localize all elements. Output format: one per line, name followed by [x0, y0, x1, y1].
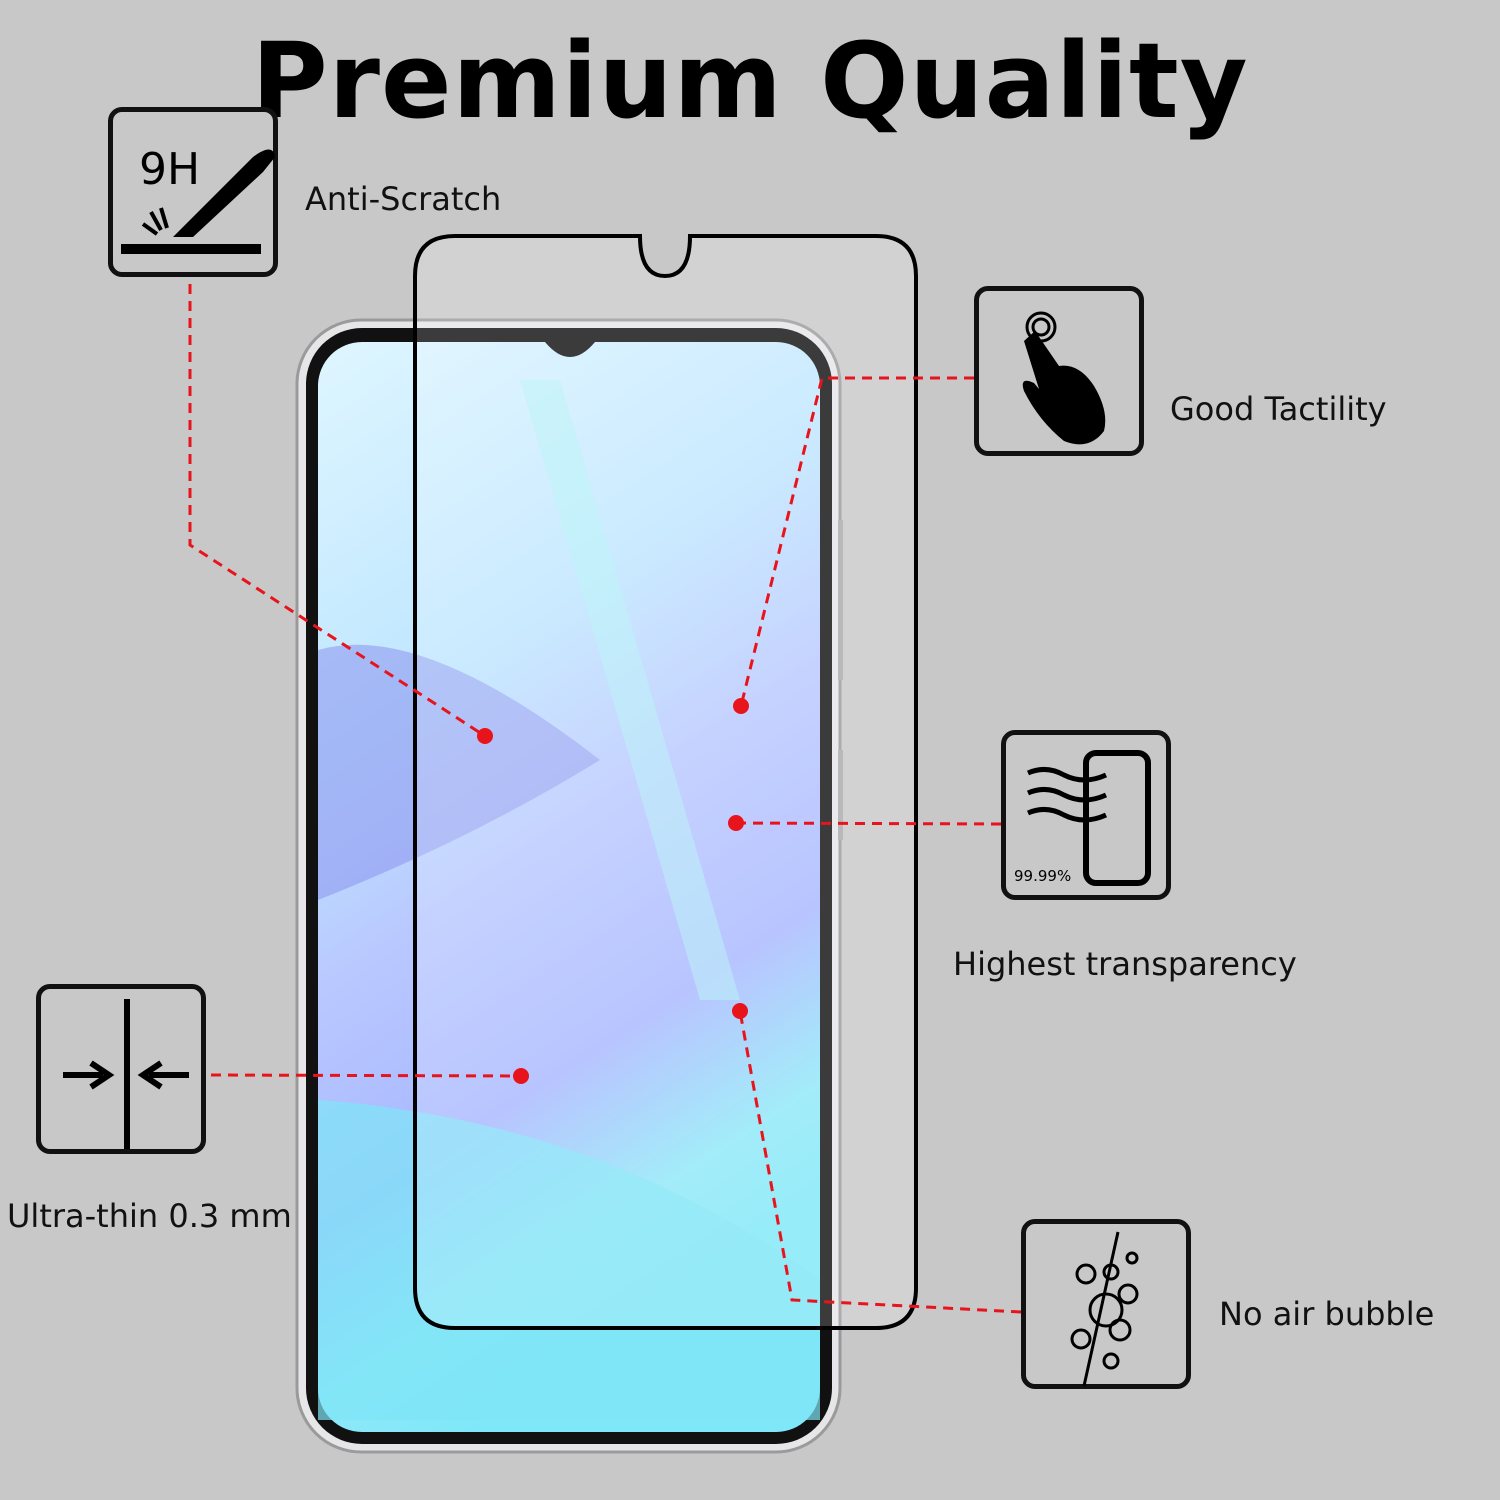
transparency-label: Highest transparency: [953, 945, 1297, 983]
callout-dot: [477, 728, 493, 744]
ultra-thin-icon-box: [36, 984, 206, 1154]
callout-dot: [728, 815, 744, 831]
anti-scratch-icon-box: 9H: [108, 107, 278, 277]
ultra-thin-label: Ultra-thin 0.3 mm: [7, 1197, 292, 1235]
transparency-icon-box: 99.99%: [1001, 730, 1171, 900]
bubbles-icon: [1070, 1231, 1139, 1387]
page-title: Premium Quality: [251, 20, 1249, 142]
callout-dot: [513, 1068, 529, 1084]
callout-dot: [733, 698, 749, 714]
screen-protector-glass: [413, 234, 918, 1330]
tactility-icon-box: [974, 286, 1144, 456]
anti-scratch-label: Anti-Scratch: [305, 180, 502, 218]
no-bubble-icon-box: [1021, 1219, 1191, 1389]
transparency-percent: 99.99%: [1014, 867, 1071, 885]
knife-icon: 9H: [121, 144, 275, 254]
tactility-label: Good Tactility: [1170, 390, 1387, 428]
phone-waves-icon: 99.99%: [1014, 750, 1151, 886]
no-bubble-label: No air bubble: [1219, 1295, 1435, 1333]
thin-arrows-icon: [63, 999, 189, 1149]
hardness-text: 9H: [139, 144, 200, 195]
touch-hand-icon: [1022, 311, 1106, 445]
callout-lines: [188, 284, 1022, 1314]
callout-dot: [732, 1003, 748, 1019]
